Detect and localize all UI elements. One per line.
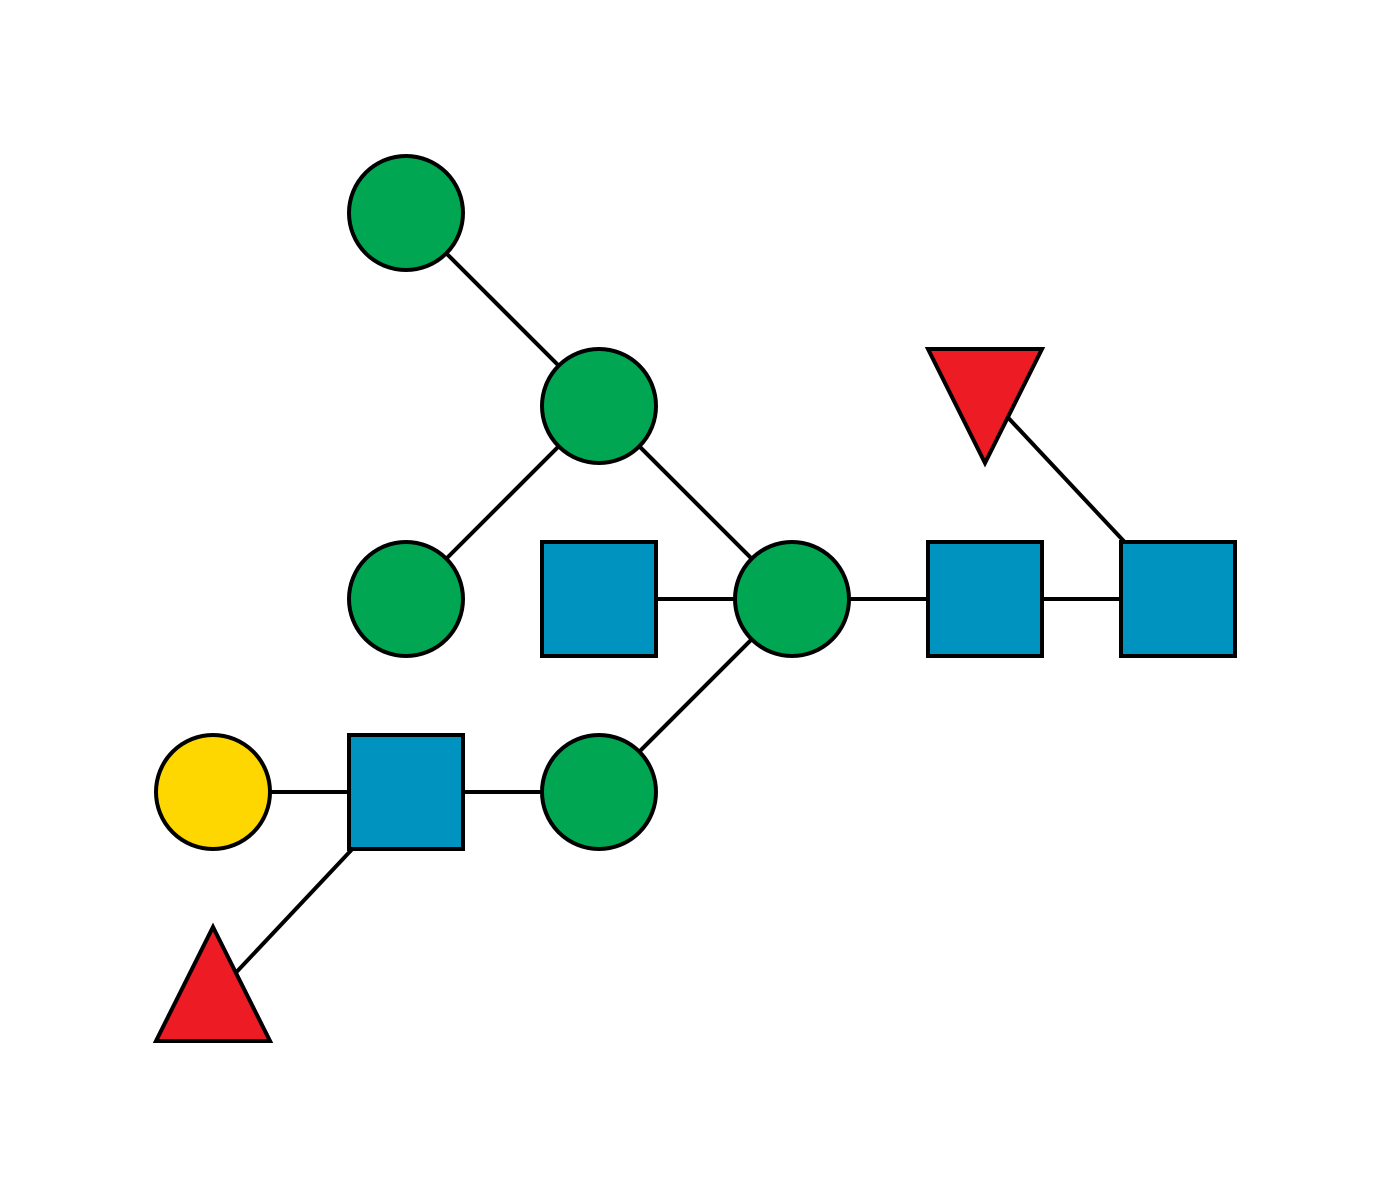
man-lower-green-circle (540, 733, 658, 851)
residue-symbols (152, 154, 1237, 1043)
man-core-green-circle (733, 540, 851, 658)
man-branch-green-circle (540, 347, 658, 465)
fuc-antenna-red-triangle-up (152, 922, 274, 1043)
man-left-green-circle (347, 540, 465, 658)
fuc-core-red-triangle-down (924, 347, 1046, 468)
gal-terminal-yellow-circle (154, 733, 272, 851)
man-top-green-circle (347, 154, 465, 272)
glcnac-core-1-blue-square (926, 540, 1044, 658)
glcnac-bisecting-blue-square (540, 540, 658, 658)
glcnac-antenna-blue-square (347, 733, 465, 851)
glcnac-core-2-blue-square (1119, 540, 1237, 658)
